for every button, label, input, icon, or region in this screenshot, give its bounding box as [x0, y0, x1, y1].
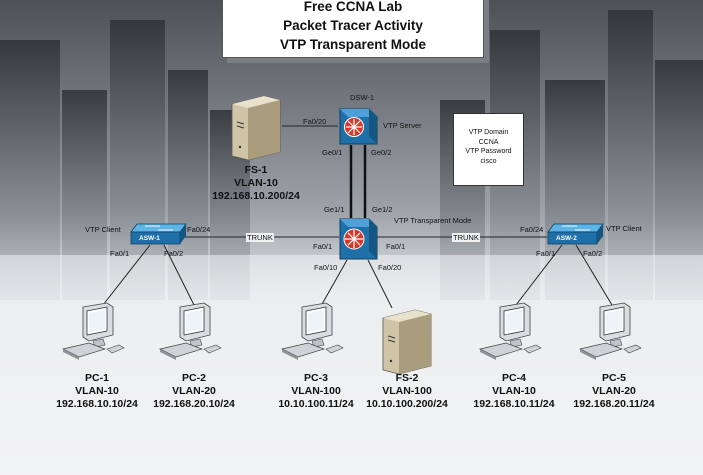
host-vlan: VLAN-10 — [492, 385, 536, 397]
port-label: Fa0/10 — [314, 263, 338, 272]
host-name: PC-5 — [602, 372, 626, 384]
host-ip: 10.10.100.11/24 — [278, 398, 354, 410]
port-label: Ge0/1 — [322, 148, 343, 157]
link-asw2-pc4 — [515, 244, 563, 306]
dsw1-name: DSW-1 — [350, 93, 375, 102]
lab-title-box: Free CCNA Lab Packet Tracer Activity VTP… — [222, 0, 484, 58]
title-line-3: VTP Transparent Mode — [279, 37, 427, 52]
link-core-pc3 — [320, 259, 348, 307]
pc3-caption: PC-3 VLAN-100 10.10.100.11/24 — [278, 372, 353, 411]
host-vlan: VLAN-100 — [291, 385, 341, 397]
link-asw2-pc5 — [575, 244, 613, 306]
port-label: Fa0/24 — [520, 225, 544, 234]
host-ip: 10.10.100.200/24 — [366, 398, 448, 410]
dsw1-role: VTP Server — [383, 121, 422, 130]
host-ip: 192.168.20.11/24 — [573, 398, 655, 410]
pc1-caption: PC-1 VLAN-10 192.168.10.10/24 — [56, 372, 138, 411]
host-vlan: VLAN-100 — [382, 385, 432, 397]
port-label: Fa0/24 — [187, 225, 211, 234]
link-asw1-pc1 — [102, 244, 151, 306]
fs2-caption: FS-2 VLAN-100 10.10.100.200/24 — [366, 372, 448, 411]
asw1-name: ASW-1 — [139, 235, 160, 242]
pc4-caption: PC-4 VLAN-10 192.168.10.11/24 — [473, 372, 554, 411]
host-name: FS-1 — [244, 164, 268, 176]
vtp-domain-value: CCNA — [478, 138, 499, 146]
core-role: VTP Transparent Mode — [394, 216, 472, 225]
switch-icon — [130, 223, 187, 245]
trunk-label: TRUNK — [452, 233, 480, 242]
port-label: Fa0/2 — [583, 249, 603, 258]
link-asw1-pc2 — [163, 244, 195, 306]
pc-icon — [280, 302, 344, 360]
pc-icon — [158, 302, 222, 360]
host-name: PC-1 — [85, 372, 109, 384]
vtp-info-box: VTP Domain CCNA VTP Password cisco — [453, 113, 524, 186]
host-ip: 192.168.10.200/24 — [212, 190, 300, 202]
pc2-caption: PC-2 VLAN-20 192.168.20.10/24 — [153, 372, 235, 411]
port-label: Fa0/1 — [313, 242, 333, 251]
host-ip: 192.168.10.10/24 — [56, 398, 138, 410]
host-vlan: VLAN-20 — [592, 385, 636, 397]
pc-icon — [61, 302, 125, 360]
port-label: Fa0/20 — [378, 263, 402, 272]
title-line-1: Free CCNA Lab — [303, 0, 403, 14]
pc-icon — [578, 302, 642, 360]
server-icon — [231, 95, 281, 161]
port-label: Fa0/1 — [536, 249, 556, 258]
server-icon — [382, 309, 432, 375]
link-core-fs2 — [367, 259, 393, 309]
port-label: Ge1/2 — [372, 205, 393, 214]
fs1-caption: FS-1 VLAN-10 192.168.10.200/24 — [212, 164, 300, 203]
port-label: Ge1/1 — [324, 205, 345, 214]
port-label: Fa0/20 — [303, 117, 327, 126]
vtp-password-value: cisco — [480, 157, 497, 165]
title-line-2: Packet Tracer Activity — [283, 18, 423, 33]
multilayer-switch-icon — [339, 218, 378, 260]
switch-icon — [547, 223, 604, 245]
vtp-password-label: VTP Password — [465, 148, 512, 155]
host-vlan: VLAN-10 — [75, 385, 119, 397]
host-vlan: VLAN-20 — [172, 385, 216, 397]
pc-icon — [478, 302, 542, 360]
host-ip: 192.168.20.10/24 — [153, 398, 235, 410]
host-name: PC-3 — [304, 372, 328, 384]
port-label: Fa0/1 — [386, 242, 406, 251]
asw2-name: ASW-2 — [556, 235, 577, 242]
port-label: Fa0/2 — [164, 249, 184, 258]
vtp-domain-label: VTP Domain — [468, 129, 509, 136]
asw2-role: VTP Client — [606, 224, 642, 233]
host-name: PC-2 — [182, 372, 206, 384]
host-name: PC-4 — [502, 372, 526, 384]
host-vlan: VLAN-10 — [234, 177, 278, 189]
host-ip: 192.168.10.11/24 — [473, 398, 555, 410]
trunk-label: TRUNK — [246, 233, 274, 242]
pc5-caption: PC-5 VLAN-20 192.168.20.11/24 — [573, 372, 654, 411]
port-label: Ge0/2 — [371, 148, 392, 157]
asw1-role: VTP Client — [85, 225, 121, 234]
host-name: FS-2 — [395, 372, 419, 384]
multilayer-switch-icon — [339, 108, 378, 145]
port-label: Fa0/1 — [110, 249, 130, 258]
